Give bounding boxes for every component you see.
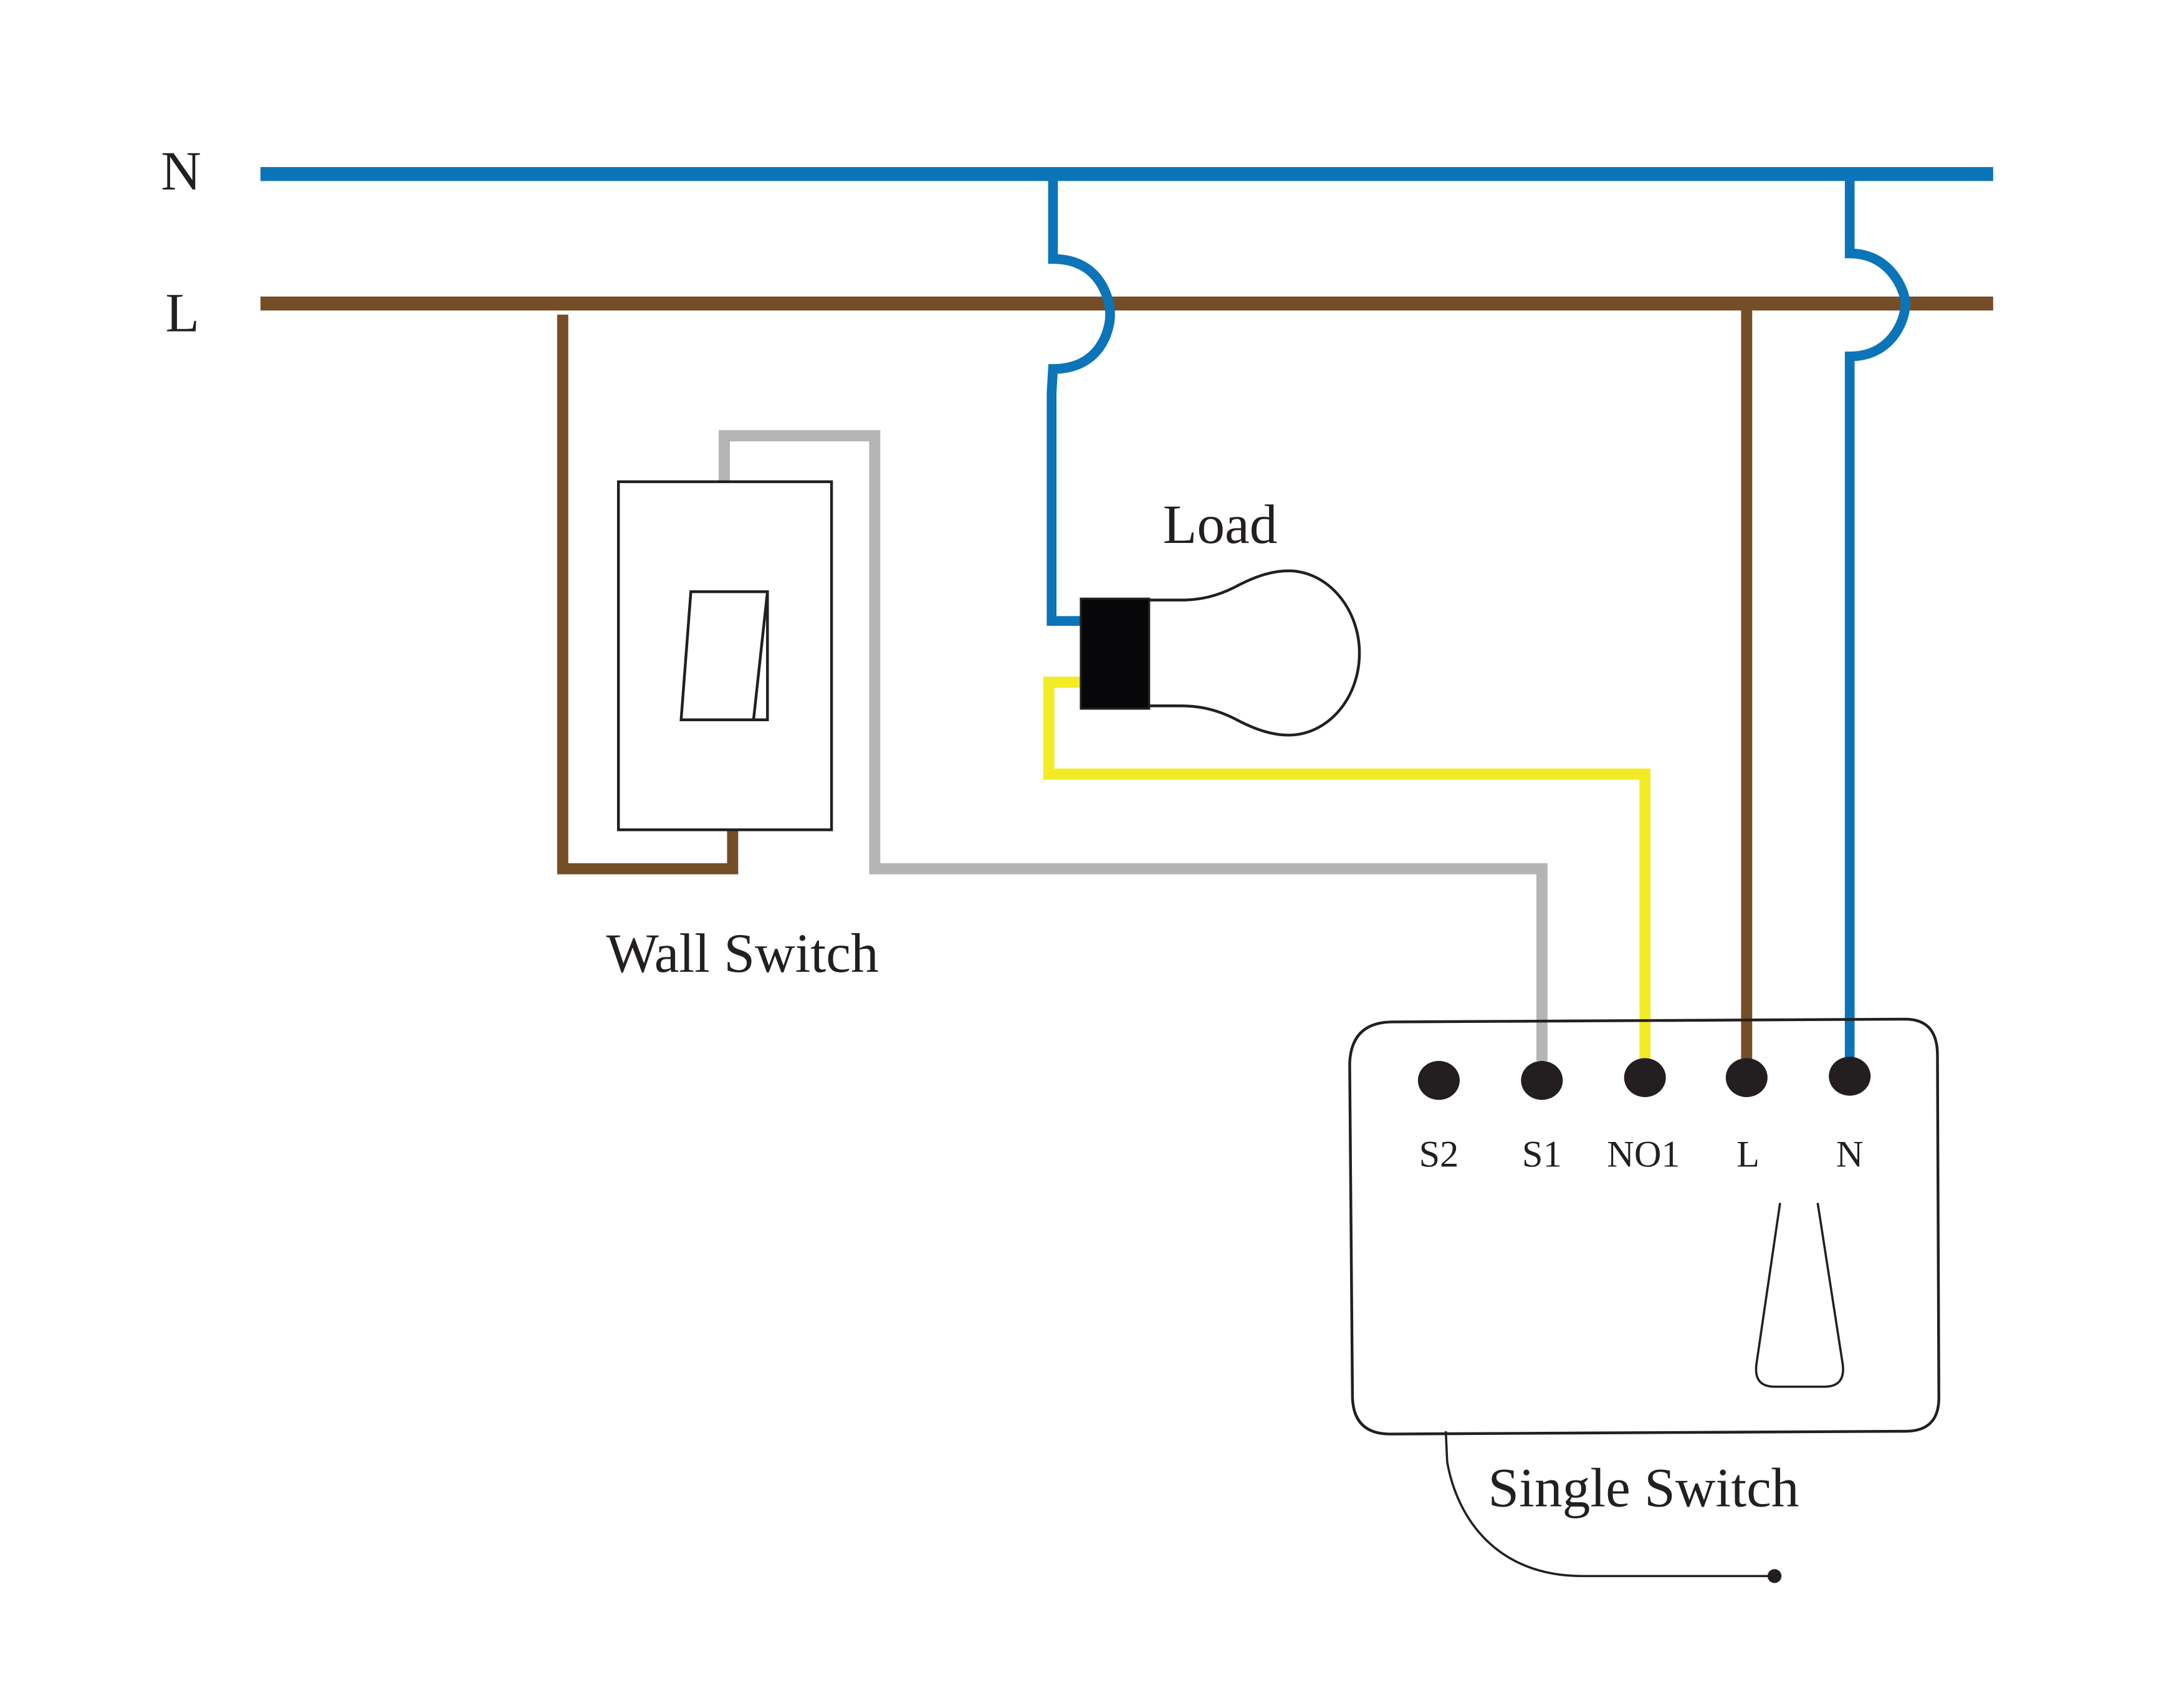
single-switch-label: Single Switch: [1488, 1457, 1799, 1519]
live-rail-label: L: [165, 282, 199, 344]
terminal-n[interactable]: [1829, 1057, 1871, 1096]
terminal-s2[interactable]: [1417, 1060, 1460, 1100]
bulb-socket: [1080, 597, 1151, 710]
live-to-wall-switch-wire: [557, 314, 739, 875]
wall-switch[interactable]: [616, 480, 833, 832]
wall-switch-to-s1-wire: [719, 430, 1548, 1061]
light-bulb-icon: [1080, 569, 1361, 737]
wall-switch-plate: [616, 480, 833, 832]
antenna-tab-icon: [1755, 1202, 1844, 1388]
antenna-wire: [1444, 1431, 1772, 1578]
neutral-to-module-n-wire: [1844, 174, 1910, 1061]
antenna-end-dot: [1767, 1569, 1782, 1583]
terminal-no1-label: NO1: [1607, 1134, 1680, 1176]
wall-switch-label: Wall Switch: [606, 923, 878, 984]
bulb-glass: [1149, 569, 1361, 737]
rocker-switch-icon: [679, 590, 769, 721]
terminal-s1-label: S1: [1522, 1134, 1562, 1176]
terminal-n-label: N: [1836, 1134, 1864, 1176]
load-label: Load: [1163, 494, 1278, 555]
neutral-to-load-wire: [1046, 174, 1115, 626]
single-switch-module[interactable]: S2 S1 NO1 L N: [1348, 1017, 1940, 1436]
terminal-l[interactable]: [1725, 1058, 1768, 1098]
terminal-l-label: L: [1736, 1134, 1760, 1176]
load-to-no1-wire: [1043, 676, 1651, 1061]
neutral-rail-label: N: [161, 140, 201, 202]
module-body: [1348, 1017, 1940, 1436]
terminal-s2-label: S2: [1419, 1134, 1459, 1176]
terminal-no1[interactable]: [1624, 1058, 1666, 1098]
terminal-s1[interactable]: [1521, 1060, 1563, 1100]
